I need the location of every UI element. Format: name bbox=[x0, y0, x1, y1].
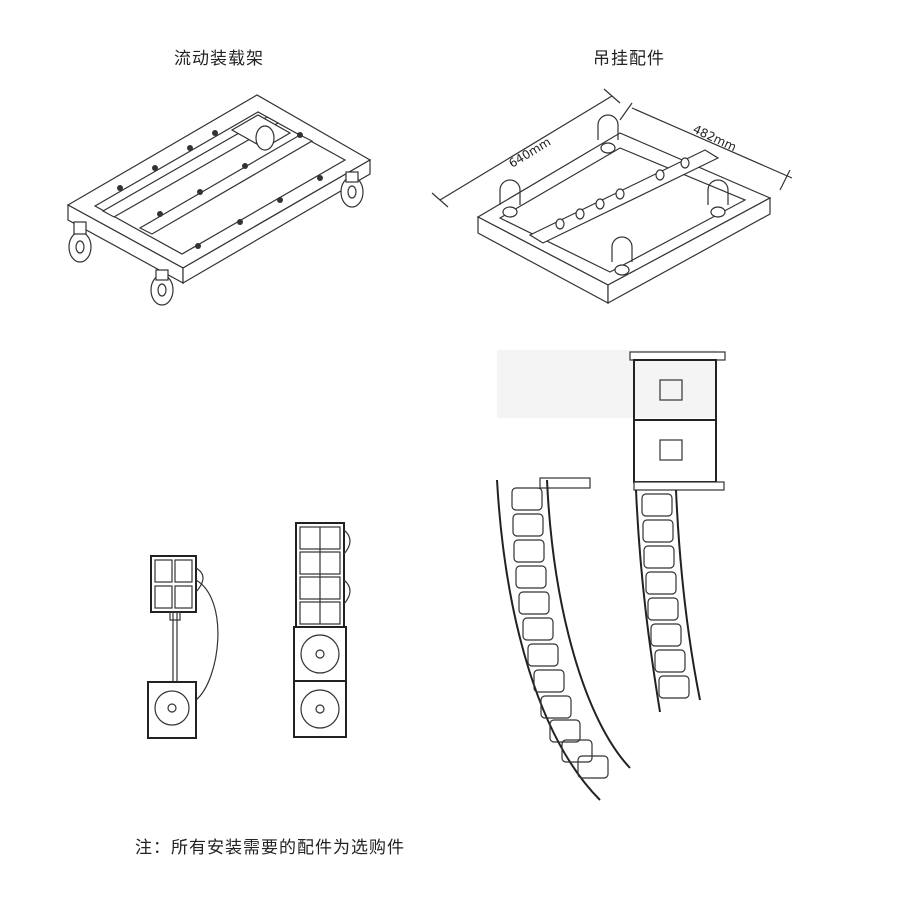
width-dimension-label: 482mm bbox=[691, 122, 739, 154]
shackle-icon bbox=[611, 236, 633, 276]
pole-mount-system-illustration bbox=[147, 555, 219, 739]
rigging-frame-illustration: 640mm 482mm bbox=[431, 88, 793, 305]
footnote-text: 注：所有安装需要的配件为选购件 bbox=[135, 838, 405, 858]
length-dimension-label: 640mm bbox=[506, 135, 553, 171]
transport-cart-title: 流动装载架 bbox=[174, 49, 264, 69]
shackle-icon bbox=[707, 179, 729, 218]
shackle-icon bbox=[597, 114, 619, 154]
caster-wheel-icon bbox=[68, 221, 92, 263]
curved-line-array-illustration bbox=[496, 477, 631, 801]
flown-line-array-illustration bbox=[497, 350, 726, 713]
caster-wheel-icon bbox=[340, 171, 364, 208]
stacked-system-illustration bbox=[293, 522, 351, 738]
caster-wheel-icon bbox=[150, 269, 174, 306]
caster-wheel-icon bbox=[255, 125, 275, 151]
rigging-accessory-title: 吊挂配件 bbox=[593, 49, 665, 69]
shackle-icon bbox=[499, 179, 521, 218]
transport-cart-illustration bbox=[66, 94, 372, 306]
